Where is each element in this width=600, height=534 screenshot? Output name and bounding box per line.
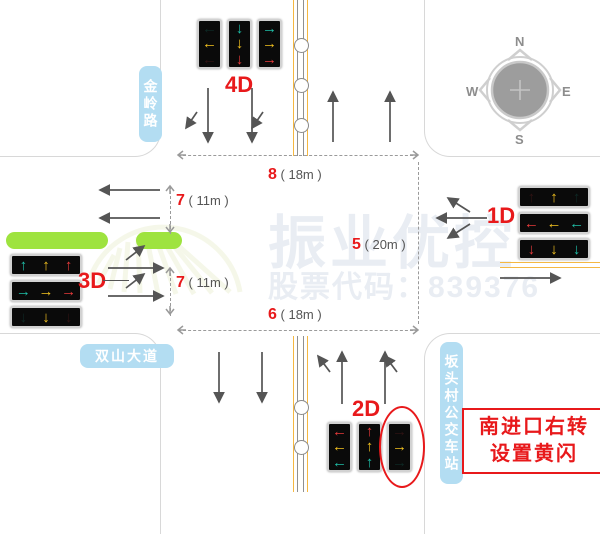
highlight-ellipse-2d-right-turn	[379, 406, 425, 488]
lamp-3d-3-yellow: ↓	[42, 308, 50, 326]
lamp-1d-1-red: ↑	[527, 188, 536, 206]
lamp-4d-3-red: →	[262, 50, 277, 68]
median-yellow-line-north-left	[293, 0, 294, 156]
lamp-3d-2-green: →	[15, 282, 31, 300]
median-yellow-line-south-left	[293, 336, 294, 492]
signal-head-1d-2[interactable]: ← ← ←	[518, 212, 590, 234]
watermark-code: 股票代码：839376	[268, 271, 541, 304]
signal-head-2d-1[interactable]: ← ← ←	[327, 422, 352, 472]
lamp-3d-2-red: →	[61, 282, 77, 300]
street-label-bantou-bus-station: 坂头村公交车站	[440, 342, 463, 484]
signal-head-4d-1[interactable]: ← ← ←	[197, 19, 222, 69]
lamp-4d-1-green: ←	[202, 20, 217, 38]
approach-label-2d: 2D	[352, 396, 381, 421]
lamp-3d-3-green: ↓	[19, 308, 28, 326]
dimension-arrows-west-upper	[165, 184, 175, 234]
dimension-line-north	[178, 155, 418, 156]
lamp-1d-2-green: ←	[569, 214, 585, 232]
lamp-2d-1-red: ←	[332, 423, 347, 441]
dimension-line-west-lower	[170, 268, 171, 316]
dimension-label-east: 5 ( 20m )	[352, 236, 406, 253]
dimension-line-east	[418, 162, 419, 324]
lamp-2d-2-red: ↑	[365, 423, 374, 441]
median-yellow-line-east-bottom	[500, 267, 600, 268]
green-bus-bay-west-2	[136, 232, 182, 249]
lamp-4d-2-yellow: ↓	[235, 35, 244, 53]
street-label-shuangshan-avenue: 双山大道	[80, 344, 174, 368]
approach-label-3d: 3D	[78, 268, 107, 293]
lamp-2d-1-green: ←	[332, 453, 347, 471]
dimension-line-west-upper	[170, 186, 171, 234]
lamp-1d-3-green: ↓	[572, 240, 581, 258]
dimension-label-south: 6 ( 18m )	[268, 306, 322, 323]
lamp-3d-1-yellow: ↑	[42, 256, 50, 274]
dimension-arrows-north	[176, 150, 420, 160]
lamp-1d-2-red: ←	[523, 214, 539, 232]
street-label-jinling-road: 金岭路	[139, 66, 162, 142]
signal-head-4d-2[interactable]: ↓ ↓ ↓	[227, 19, 252, 69]
median-node-north-3	[293, 118, 309, 133]
median-yellow-line-south-right	[307, 336, 308, 492]
signal-head-3d-3[interactable]: ↓ ↓ ↓	[10, 306, 82, 328]
dimension-arrows-south	[176, 325, 420, 335]
lamp-4d-1-red: ←	[202, 50, 217, 68]
median-node-south-1	[293, 400, 309, 415]
lamp-1d-3-yellow: ↓	[550, 240, 558, 258]
lamp-1d-1-yellow: ↑	[550, 188, 558, 206]
lamp-3d-1-red: ↑	[64, 256, 73, 274]
median-node-north-1	[293, 38, 309, 53]
note-line-1: 南进口右转	[479, 416, 589, 438]
lamp-2d-1-yellow: ←	[332, 438, 347, 456]
lamp-1d-1-green: ↑	[572, 188, 581, 206]
signal-head-1d-1[interactable]: ↑ ↑ ↑	[518, 186, 590, 208]
watermark-fan-icon	[87, 224, 243, 296]
lamp-4d-3-yellow: →	[262, 35, 277, 53]
median-yellow-line-north-right	[307, 0, 308, 156]
lamp-1d-3-red: ↓	[527, 240, 536, 258]
signal-head-3d-1[interactable]: ↑ ↑ ↑	[10, 254, 82, 276]
compass-label-north: N	[515, 34, 525, 49]
compass-label-east: E	[562, 84, 571, 99]
dimension-line-south	[178, 330, 418, 331]
lamp-3d-2-yellow: →	[38, 282, 54, 300]
compass-label-west: W	[466, 84, 479, 99]
approach-label-4d: 4D	[225, 72, 254, 97]
lamp-4d-3-green: →	[262, 20, 277, 38]
lamp-3d-3-red: ↓	[64, 308, 73, 326]
signal-head-3d-2[interactable]: → → →	[10, 280, 82, 302]
lamp-4d-1-yellow: ←	[202, 35, 217, 53]
dimension-arrows-west-lower	[165, 266, 175, 316]
median-node-south-2	[293, 440, 309, 455]
watermark-brand: 振业优控	[268, 211, 517, 276]
lamp-3d-1-green: ↑	[19, 256, 28, 274]
lamp-1d-2-yellow: ←	[546, 214, 562, 232]
corner-kerb-northwest	[0, 0, 161, 157]
dimension-label-west-lower: 7 ( 11m )	[176, 274, 229, 291]
note-line-2: 设置黄闪	[490, 443, 578, 465]
lamp-4d-2-red: ↓	[235, 50, 244, 68]
compass-rose: N E S W	[466, 34, 571, 147]
lamp-2d-2-yellow: ↑	[365, 438, 374, 456]
compass-label-south: S	[515, 132, 524, 147]
signal-head-4d-3[interactable]: → → →	[257, 19, 282, 69]
median-node-north-2	[293, 78, 309, 93]
green-bus-bay-west-1	[6, 232, 108, 249]
lamp-4d-2-green: ↓	[235, 20, 244, 38]
approach-label-1d: 1D	[487, 203, 516, 228]
dimension-label-north: 8 ( 18m )	[268, 166, 322, 183]
signal-head-1d-3[interactable]: ↓ ↓ ↓	[518, 238, 590, 260]
lamp-2d-2-green: ↑	[365, 453, 374, 471]
leader-line-3d	[103, 280, 129, 281]
median-yellow-line-east-top	[500, 262, 600, 263]
dimension-label-west-upper: 7 ( 11m )	[176, 192, 229, 209]
note-box-right-turn-yellow-flash: 南进口右转 设置黄闪	[462, 408, 600, 474]
